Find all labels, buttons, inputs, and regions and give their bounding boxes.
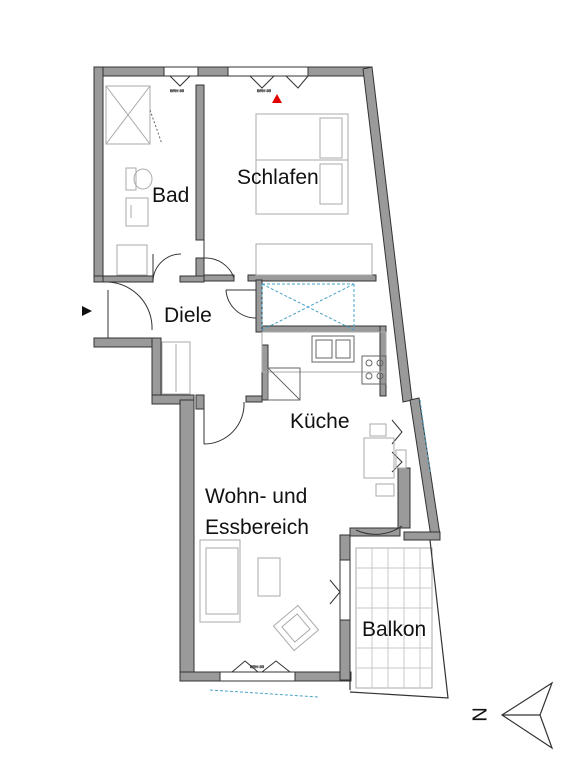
balcony-floor [355,547,433,689]
dining-table [363,437,395,479]
room-label-diele: Diele [164,304,212,327]
svg-text:BRH 85: BRH 85 [170,88,185,93]
sofa [199,539,241,623]
furniture [105,85,433,689]
room-label-schlafen: Schlafen [237,166,319,189]
window-dashes [209,283,431,698]
washbasin [125,197,149,227]
diele-closet [161,341,191,395]
compass-icon [500,681,554,750]
red-marker-icon [272,94,282,103]
room-label-wohnen-line1: Wohn- und [205,485,308,508]
kitchen-counter [261,331,387,373]
windows [163,66,351,682]
compass-north-label: N [467,707,490,722]
walls [93,66,441,682]
entrance-arrow-icon [82,306,92,316]
svg-text:BRH 85: BRH 85 [257,88,272,93]
wardrobe [255,243,373,276]
stove [361,355,387,385]
svg-text:BRH 85: BRH 85 [250,664,265,669]
washing-machine [116,244,148,276]
window-sills: BRH 85 BRH 85 BRH 85 [170,88,272,670]
coffee-table [257,557,281,597]
shower [105,85,151,145]
bed [255,113,349,215]
room-label-wohnen-line2: Essbereich [205,516,309,539]
room-label-balkon: Balkon [362,618,427,641]
room-label-kueche: Küche [290,410,350,433]
toilet [125,167,137,191]
doors [107,75,403,673]
sink [311,335,355,363]
room-label-bad: Bad [152,184,190,207]
armchair [272,604,320,652]
fridge [267,367,301,401]
balcony-outline [349,539,449,699]
